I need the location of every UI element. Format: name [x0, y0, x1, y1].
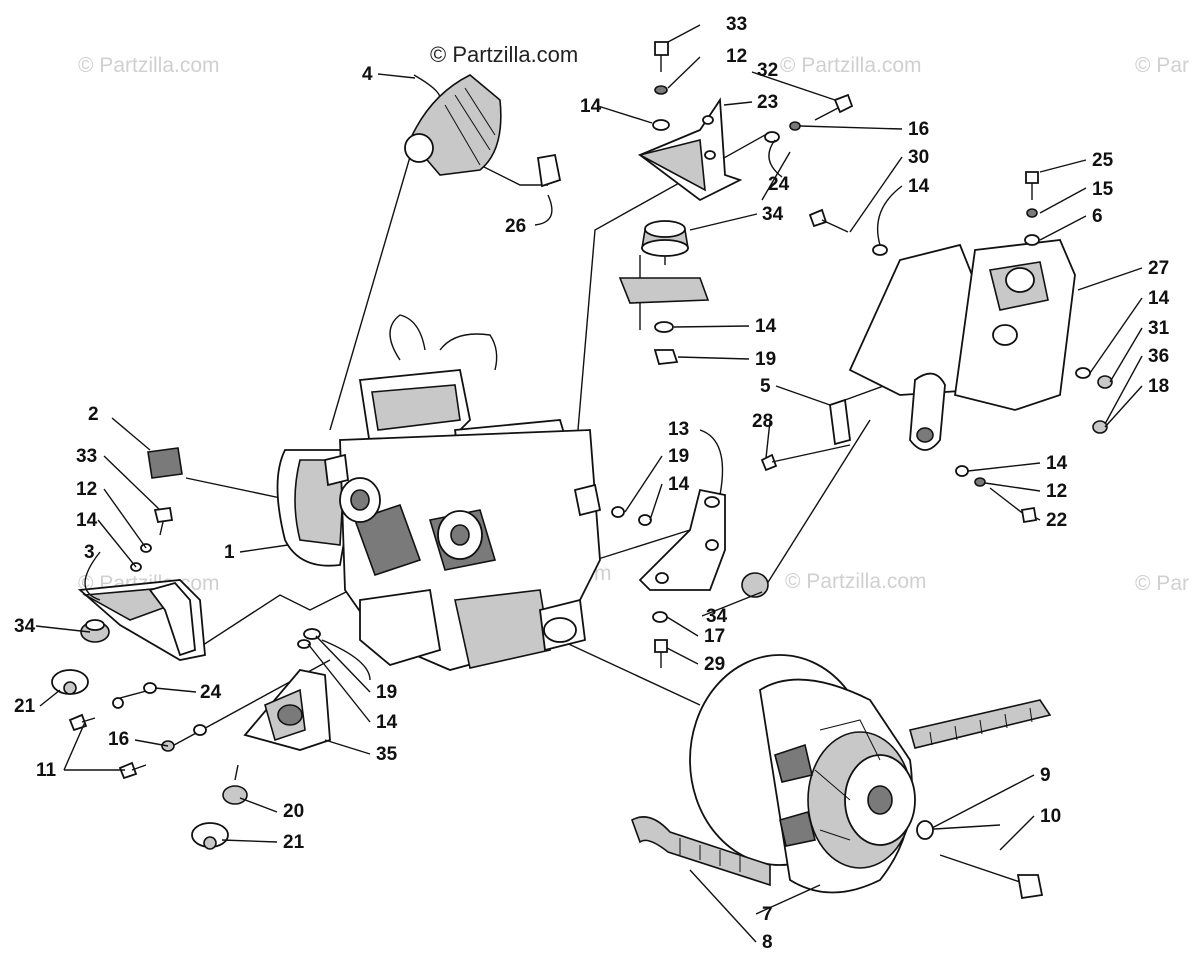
label-17: 17: [704, 626, 725, 647]
part-34-mount-center: [652, 572, 769, 668]
label-33: 33: [76, 446, 97, 467]
label-16: 16: [908, 119, 929, 140]
label-19: 19: [668, 446, 689, 467]
part-21-foot-lower: [191, 822, 229, 850]
label-4: 4: [362, 64, 373, 85]
label-5: 5: [760, 376, 771, 397]
part-8-belt: [631, 699, 1052, 887]
watermark-main: © Partzilla.com: [430, 42, 578, 67]
right-top-bolt: [808, 208, 888, 256]
part-2-decal: [147, 447, 183, 479]
label-29: 29: [704, 654, 725, 675]
label-9: 9: [1040, 765, 1051, 786]
watermark-faint-cut: © Par: [1135, 572, 1189, 595]
part-34-mount-left: [80, 619, 110, 643]
label-23: 23: [757, 92, 778, 113]
label-12: 12: [726, 46, 747, 67]
left-small-hardware: [130, 506, 174, 572]
label-3: 3: [84, 542, 95, 563]
label-36: 36: [1148, 346, 1169, 367]
right-nuts: [1075, 367, 1113, 434]
watermark-faint: © Partzilla.com: [780, 54, 922, 77]
part-3-bracket: [77, 579, 206, 661]
label-25: 25: [1092, 150, 1114, 171]
label-20: 20: [283, 801, 304, 822]
label-12: 12: [1046, 481, 1067, 502]
watermark-faint: © Partzilla.com: [785, 570, 927, 593]
left-washers: [68, 682, 207, 780]
label-14: 14: [76, 510, 98, 531]
label-14: 14: [1148, 288, 1170, 309]
torque-arm: [909, 372, 946, 451]
label-28: 28: [752, 411, 773, 432]
part-34-mount-top: [641, 220, 689, 265]
part-27-plate: [848, 239, 1076, 411]
part-35-bracket: [243, 628, 331, 751]
label-10: 10: [1040, 806, 1061, 827]
label-15: 15: [1092, 179, 1114, 200]
right-hardware-stack: [1024, 171, 1040, 246]
label-24: 24: [200, 682, 222, 703]
label-19: 19: [376, 682, 397, 703]
label-14: 14: [668, 474, 690, 495]
mount-plate: [618, 277, 710, 365]
label-24: 24: [768, 174, 790, 195]
engine-block: [276, 314, 602, 671]
label-18: 18: [1148, 376, 1169, 397]
part-13-bracket: [611, 488, 726, 591]
label-6: 6: [1092, 206, 1103, 227]
part-5-bracket: [760, 398, 851, 472]
label-1: 1: [224, 542, 235, 563]
label-27: 27: [1148, 258, 1169, 279]
label-12: 12: [76, 479, 97, 500]
label-31: 31: [1148, 318, 1170, 339]
label-14: 14: [1046, 453, 1068, 474]
label-21: 21: [14, 696, 36, 717]
label-8: 8: [762, 932, 773, 953]
label-11: 11: [36, 760, 57, 781]
label-34: 34: [706, 606, 728, 627]
part-4-cover: [404, 74, 562, 188]
part-7-clutch: [689, 654, 916, 894]
part-23-bracket: [637, 97, 743, 202]
top-hardware-stack: [652, 41, 854, 143]
label-2: 2: [88, 404, 99, 425]
label-26: 26: [505, 216, 526, 237]
label-14: 14: [755, 316, 777, 337]
label-7: 7: [762, 904, 773, 925]
label-35: 35: [376, 744, 398, 765]
part-10-bolt: [939, 854, 1044, 900]
label-14: 14: [580, 96, 602, 117]
right-lower-hardware: [955, 465, 1038, 524]
label-34: 34: [762, 204, 784, 225]
part-9-washer: [916, 820, 934, 840]
label-16: 16: [108, 729, 129, 750]
label-33: 33: [726, 14, 747, 35]
watermark-faint: © Partzilla.com: [78, 54, 220, 77]
label-19: 19: [755, 349, 776, 370]
label-14: 14: [908, 176, 930, 197]
part-21-foot-left: [51, 669, 89, 695]
label-22: 22: [1046, 510, 1067, 531]
label-leaders: [35, 24, 1143, 943]
label-30: 30: [908, 147, 929, 168]
label-34: 34: [14, 616, 36, 637]
label-13: 13: [668, 419, 689, 440]
watermark-faint-cut: © Par: [1135, 54, 1189, 77]
label-14: 14: [376, 712, 398, 733]
part-20-mount: [222, 764, 248, 805]
label-21: 21: [283, 832, 305, 853]
